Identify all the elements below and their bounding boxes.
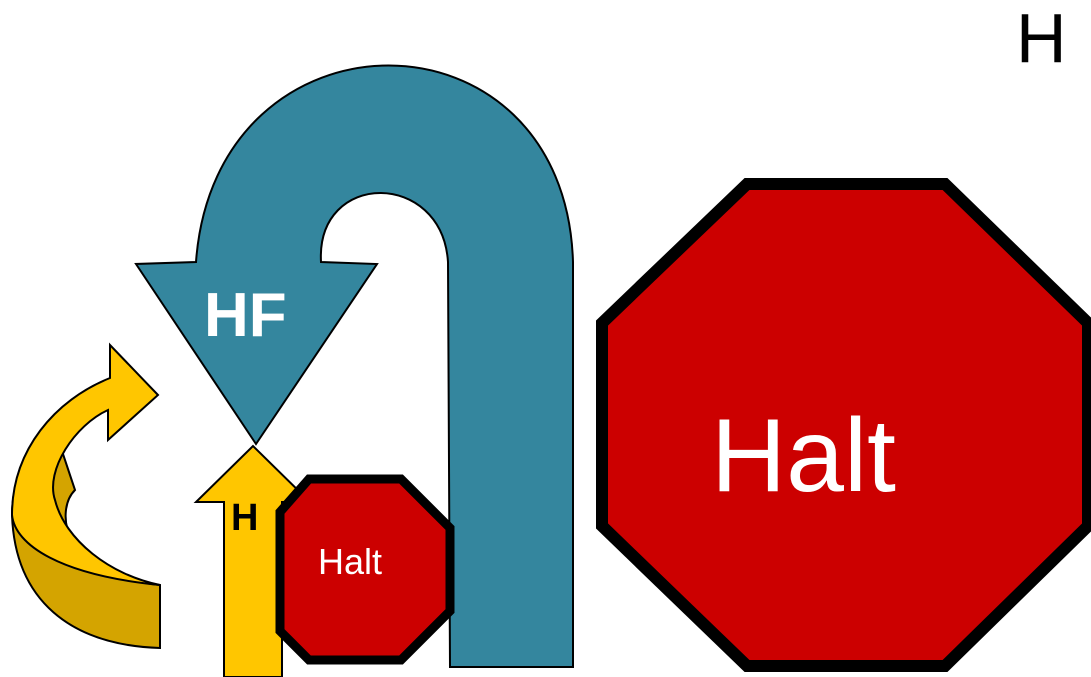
hf-arrow-label: HF [204,281,287,350]
small-stop-sign [275,474,455,665]
large-stop-sign-label: Halt [711,398,896,514]
small-stop-sign-label: Halt [318,541,382,582]
large-stop-sign [596,178,1091,672]
small-up-arrow-label: H [231,497,258,539]
teal-u-turn-arrow [134,64,574,668]
corner-letter: H [1016,0,1067,77]
curved-gold-arrow [10,342,161,586]
